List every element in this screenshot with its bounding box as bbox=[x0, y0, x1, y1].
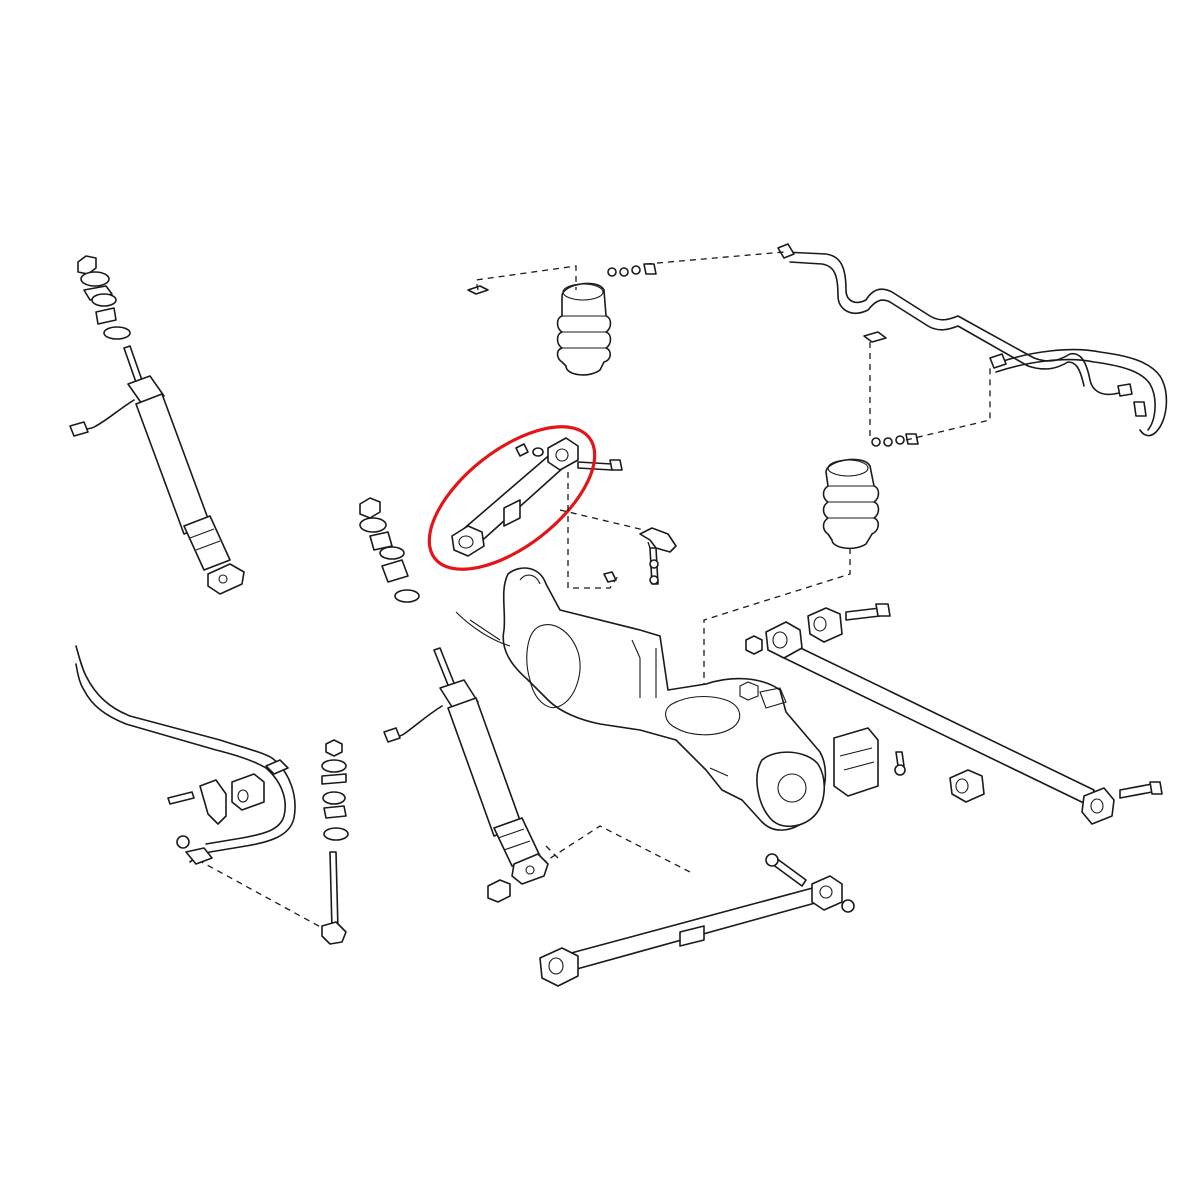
stabilizer-link bbox=[321, 739, 349, 945]
bushing-bracket bbox=[833, 727, 906, 797]
left-shock-absorber bbox=[69, 255, 245, 595]
lower-control-arm-right bbox=[745, 603, 1163, 825]
lower-control-arm-bottom bbox=[539, 853, 855, 987]
stabilizer-bar bbox=[75, 645, 296, 865]
left-air-spring bbox=[467, 263, 657, 376]
center-mount-stack bbox=[359, 497, 420, 603]
right-air-spring bbox=[822, 331, 919, 550]
highlight-circle bbox=[427, 425, 597, 571]
air-lines bbox=[777, 243, 1168, 437]
upper-control-arm bbox=[451, 437, 623, 557]
center-shock-absorber bbox=[383, 647, 549, 903]
height-sensor-link bbox=[603, 527, 677, 585]
upper-mount-stack bbox=[77, 255, 131, 340]
leader-lines bbox=[197, 251, 991, 931]
axle-housing bbox=[455, 567, 827, 831]
